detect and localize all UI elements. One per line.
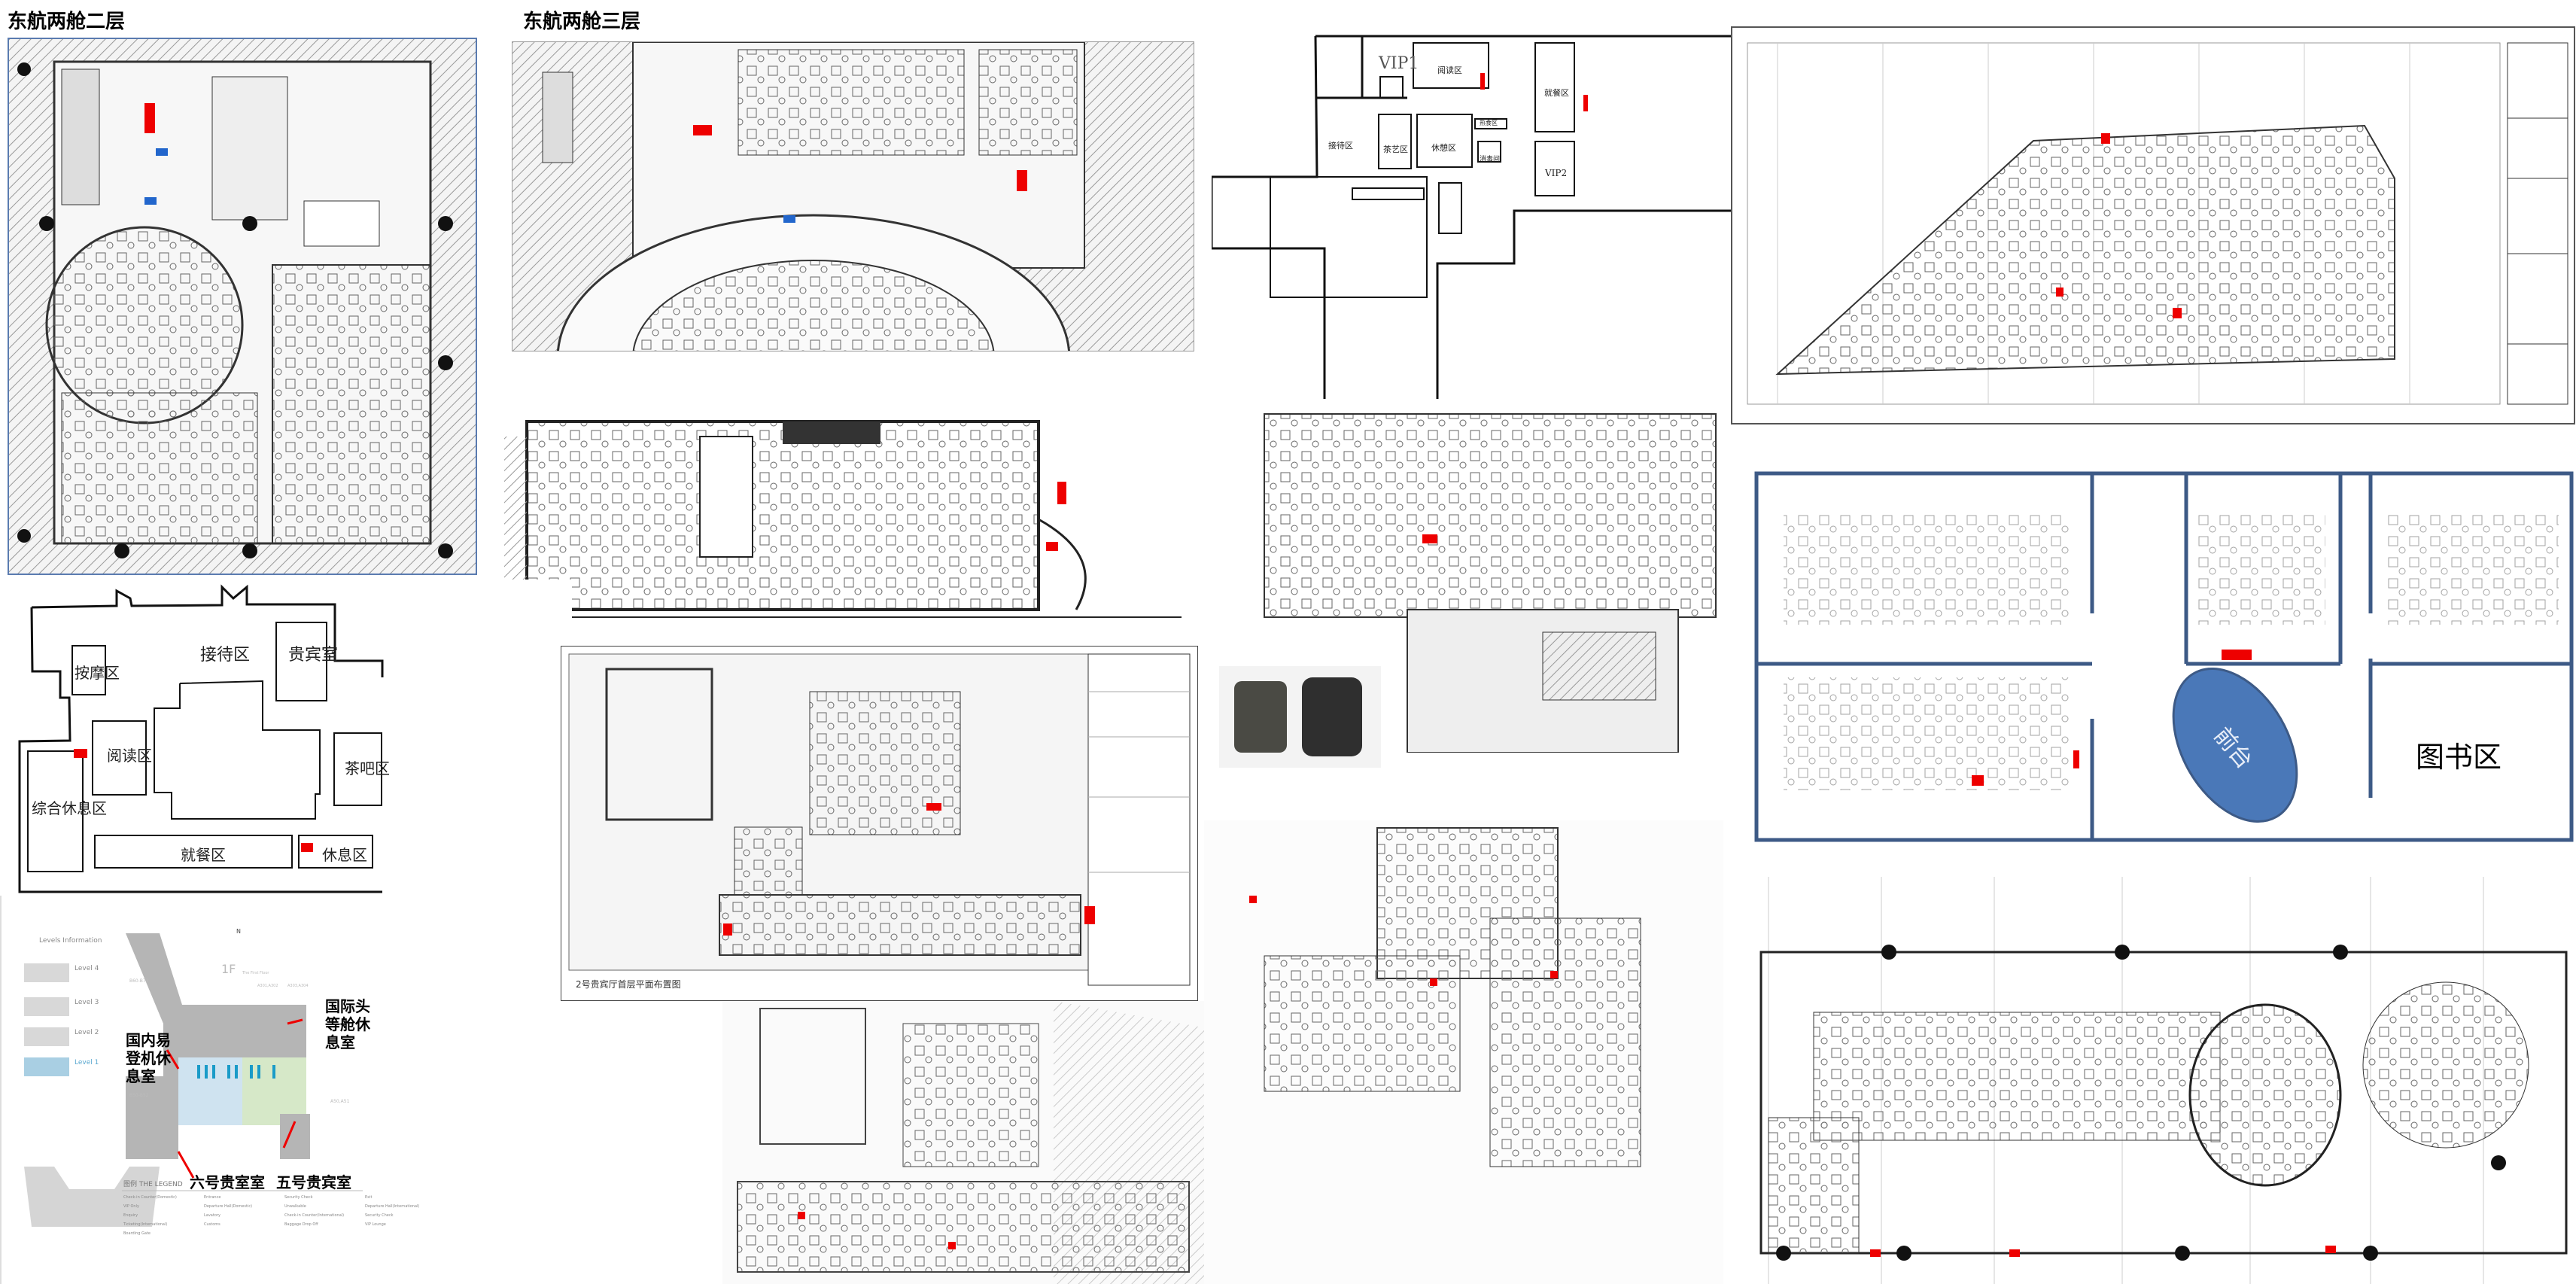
legend-item: Boarding Gate bbox=[123, 1231, 151, 1236]
legend-item: VIP Lounge bbox=[365, 1222, 386, 1227]
cad-bottom-right-middle bbox=[1204, 820, 1723, 1284]
gate-a50: A50,A51 bbox=[330, 1099, 350, 1104]
legend-item: Unwalkable bbox=[284, 1204, 306, 1209]
level-2[interactable]: Level 2 bbox=[75, 1029, 99, 1036]
zone-vip-room: 贵宾室 bbox=[288, 646, 339, 665]
level-3[interactable]: Level 3 bbox=[75, 999, 99, 1006]
legend-item: VIP Only bbox=[123, 1204, 139, 1209]
gate-b60: B60-B73 bbox=[129, 978, 149, 984]
cad-caption: 2号贵宾厅首层平面布置图 bbox=[573, 978, 683, 990]
zone-hotfood: 热食区 bbox=[1480, 120, 1498, 126]
legend-item: Baggage Drop Off bbox=[284, 1222, 318, 1227]
annotation-intl-first-lounge: 国际头等舱休息室 bbox=[325, 997, 370, 1051]
legend-item: Entrance bbox=[204, 1195, 221, 1200]
gate-a303: A303,A304 bbox=[287, 984, 309, 988]
legend-item: Check-in Counter(International) bbox=[284, 1213, 345, 1218]
legend-item: Exit bbox=[365, 1195, 373, 1200]
legend-item: Security Check bbox=[365, 1213, 394, 1218]
zone-dining: 就餐区 bbox=[1544, 88, 1569, 98]
legend-item: Ticketing(International) bbox=[123, 1222, 168, 1227]
cad-bottom-right bbox=[1723, 877, 2576, 1284]
zone-tea-bar: 茶吧区 bbox=[345, 759, 390, 777]
levels-title: Levels Information bbox=[39, 937, 102, 945]
floor3-plan bbox=[512, 41, 1194, 351]
legend-item: Customs bbox=[204, 1222, 220, 1227]
simple-plan-left: 接待区 贵宾室 按摩区 阅读区 茶吧区 综合休息区 就餐区 休息区 bbox=[0, 580, 572, 896]
floor2-title: 东航两舱二层 bbox=[8, 11, 126, 33]
library-label: 图书区 bbox=[2416, 741, 2502, 774]
legend-list: Check-in Counter(Domestic) Entrance Secu… bbox=[123, 1195, 439, 1237]
level-4[interactable]: Level 4 bbox=[75, 965, 99, 972]
simple-plan-top: VIP1 阅读区 就餐区 接待区 茶艺区 休憩区 热食区 消毒间 VIP2 bbox=[1212, 30, 1731, 399]
annotation-vip-6: 六号贵室室 bbox=[190, 1173, 265, 1191]
legend-item: Enquiry bbox=[123, 1213, 138, 1218]
zone-disinfect: 消毒间 bbox=[1480, 156, 1501, 163]
zone-reception: 接待区 bbox=[200, 646, 251, 665]
zone-reception: 接待区 bbox=[1328, 141, 1353, 151]
legend-item: Security Check bbox=[284, 1195, 313, 1200]
legend-title: 图例 THE LEGEND bbox=[123, 1181, 183, 1188]
cad-drawing-top-right bbox=[1731, 26, 2575, 424]
blue-room-plan: 前台 图书区 bbox=[1753, 470, 2576, 843]
compass-icon: N bbox=[236, 928, 241, 935]
floor2-plan bbox=[8, 38, 477, 575]
zone-general-rest: 综合休息区 bbox=[32, 799, 107, 817]
cad-restaurant-plan bbox=[504, 406, 1197, 625]
zone-vip1: VIP1 bbox=[1379, 54, 1419, 73]
zone-reading: 阅读区 bbox=[107, 747, 152, 765]
cad-lounge-plan: 2号贵宾厅首层平面布置图 bbox=[561, 646, 1198, 1001]
zone-massage: 按摩区 bbox=[75, 664, 120, 682]
legend-item: Departure Hall(Domestic) bbox=[204, 1204, 253, 1209]
gate-b50: B50-B52 bbox=[129, 1093, 149, 1098]
zone-tea: 茶艺区 bbox=[1383, 145, 1408, 154]
floor-sub: The First Floor bbox=[242, 971, 269, 975]
legend-rest-area: 休息区 bbox=[322, 846, 367, 864]
legend-item: Check-in Counter(Domestic) bbox=[123, 1195, 177, 1200]
zone-reading: 阅读区 bbox=[1437, 65, 1462, 75]
floor-label: 1F bbox=[221, 962, 236, 976]
annotation-vip-5: 五号贵宾室 bbox=[276, 1173, 351, 1191]
level-1[interactable]: Level 1 bbox=[75, 1059, 99, 1066]
gate-a301: A301,A302 bbox=[257, 984, 278, 988]
annotation-domestic-lounge: 国内易登机休息室 bbox=[126, 1031, 171, 1085]
armchair-photo bbox=[1219, 666, 1381, 768]
zone-vip2: VIP2 bbox=[1545, 168, 1568, 178]
zone-rest: 休憩区 bbox=[1431, 143, 1456, 153]
zone-dining: 就餐区 bbox=[181, 846, 226, 864]
floor3-title: 东航两舱三层 bbox=[523, 11, 641, 33]
legend-item: Departure Hall(International) bbox=[365, 1204, 420, 1209]
legend-item: Lavatory bbox=[204, 1213, 220, 1218]
